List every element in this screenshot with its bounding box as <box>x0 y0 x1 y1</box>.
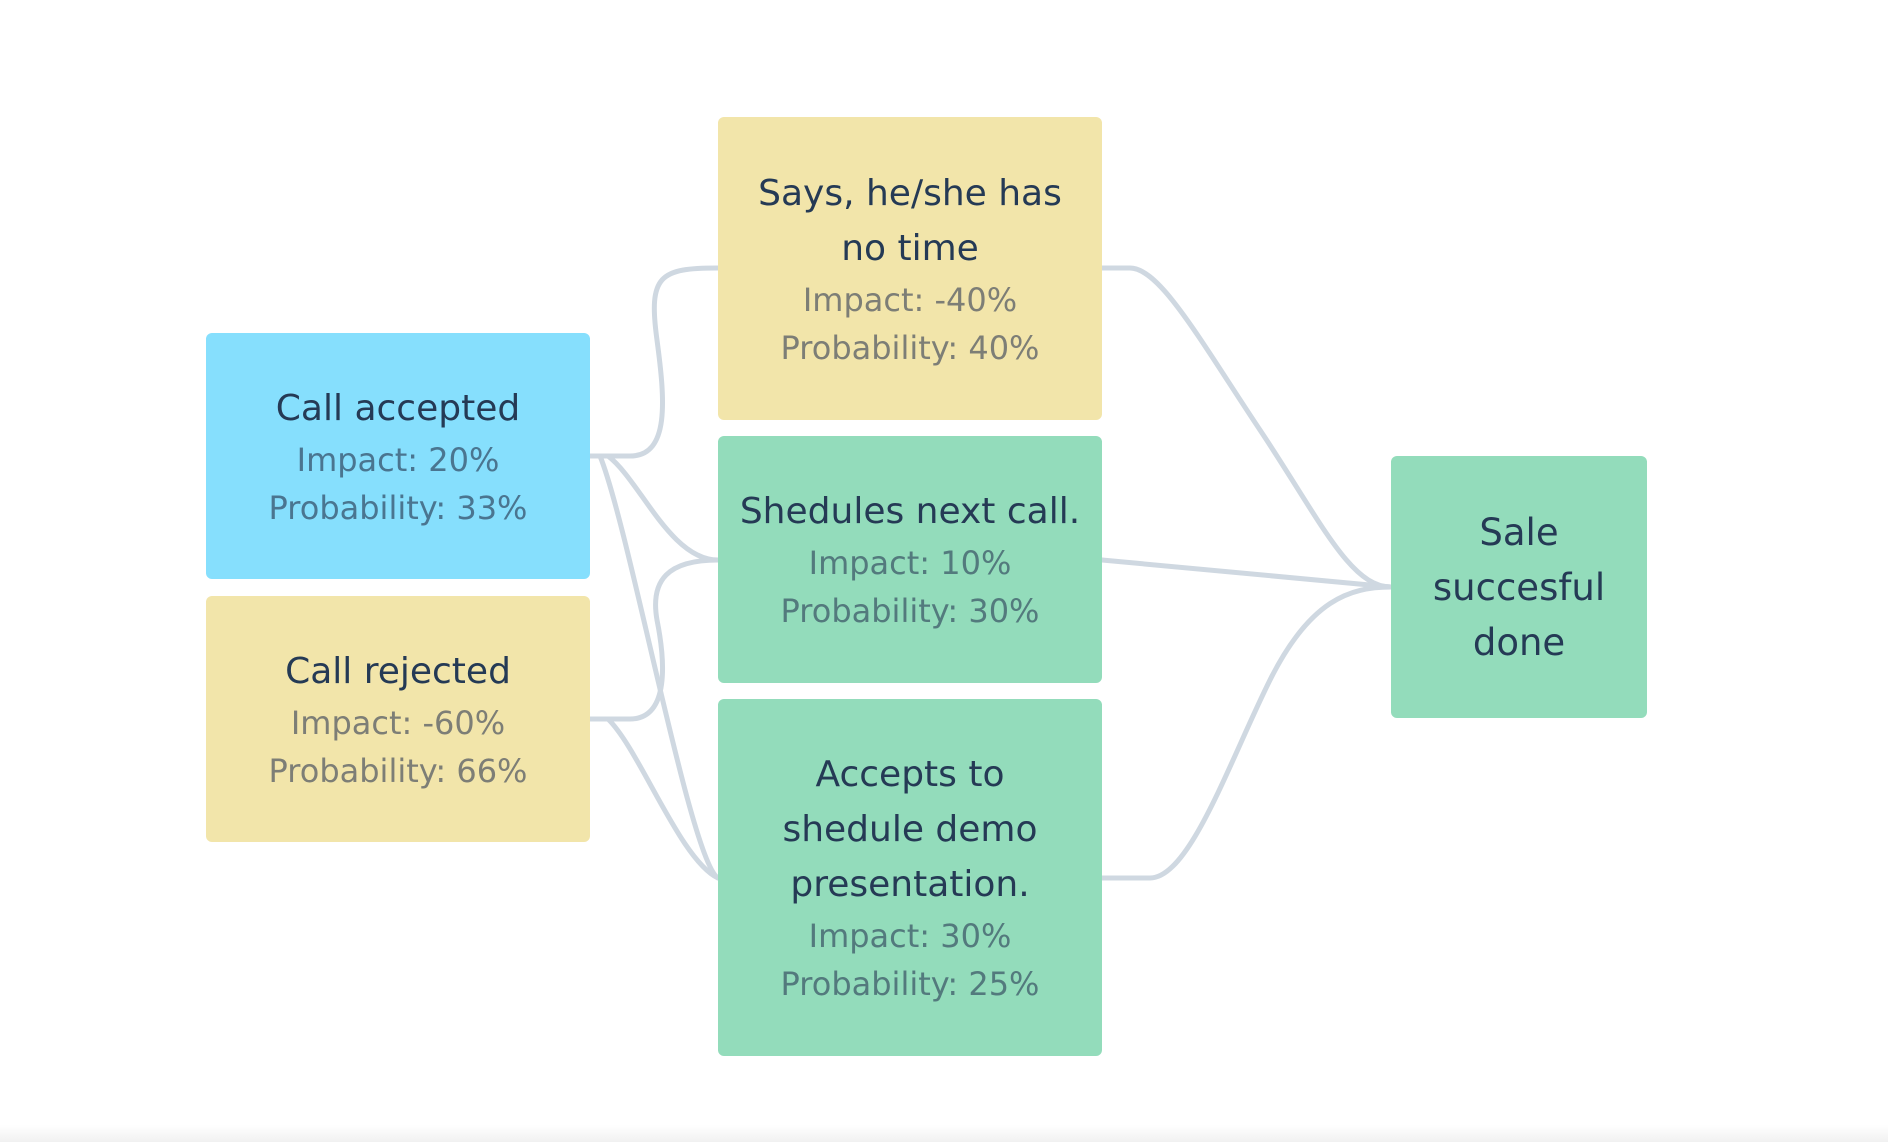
node-probability: Probability: 33% <box>268 488 528 527</box>
node-title: Shedules next call. <box>739 491 1081 532</box>
node-title-line: Sale <box>1479 510 1559 554</box>
node-title-line: presentation. <box>790 864 1030 905</box>
node-impact: Impact: 10% <box>808 544 1012 582</box>
node-title: Call rejected <box>285 650 511 692</box>
node-title-line: succesful <box>1432 565 1606 609</box>
node-title-line: shedule demo <box>782 809 1038 850</box>
node-impact: Impact: 20% <box>296 440 500 479</box>
bottom-edge-shade <box>0 1125 1888 1142</box>
node-impact: Impact: -60% <box>290 703 506 742</box>
node-probability: Probability: 66% <box>268 751 528 790</box>
node-call-rejected[interactable]: Call rejected Impact: -60% Probability: … <box>206 596 590 842</box>
node-call-accepted[interactable]: Call accepted Impact: 20% Probability: 3… <box>206 333 590 579</box>
node-impact: Impact: -40% <box>802 280 1018 319</box>
node-title-line: no time <box>841 227 979 269</box>
connector-accepted-to-next-call <box>587 453 721 563</box>
node-probability: Probability: 40% <box>780 328 1040 367</box>
node-no-time[interactable]: Says, he/she has no time Impact: -40% Pr… <box>718 117 1102 420</box>
node-sale-done[interactable]: Sale succesful done <box>1391 456 1647 718</box>
connector-no-time-to-sale <box>1099 265 1394 590</box>
node-probability: Probability: 25% <box>780 965 1040 1003</box>
node-title-line: Says, he/she has <box>758 172 1062 214</box>
connector-next-call-to-sale <box>1099 557 1394 590</box>
node-title-line: done <box>1472 620 1566 664</box>
node-probability: Probability: 30% <box>780 592 1040 630</box>
connector-rejected-to-next-call <box>587 557 721 722</box>
connector-rejected-to-demo <box>587 716 721 881</box>
node-impact: Impact: 30% <box>808 917 1012 955</box>
node-title: Call accepted <box>275 387 521 429</box>
connector-demo-to-sale <box>1099 584 1394 881</box>
node-demo-presentation[interactable]: Accepts to shedule demo presentation. Im… <box>718 699 1102 1056</box>
node-next-call[interactable]: Shedules next call. Impact: 10% Probabil… <box>718 436 1102 683</box>
node-title-line: Accepts to <box>815 754 1005 795</box>
connector-accepted-to-no-time <box>587 265 721 459</box>
